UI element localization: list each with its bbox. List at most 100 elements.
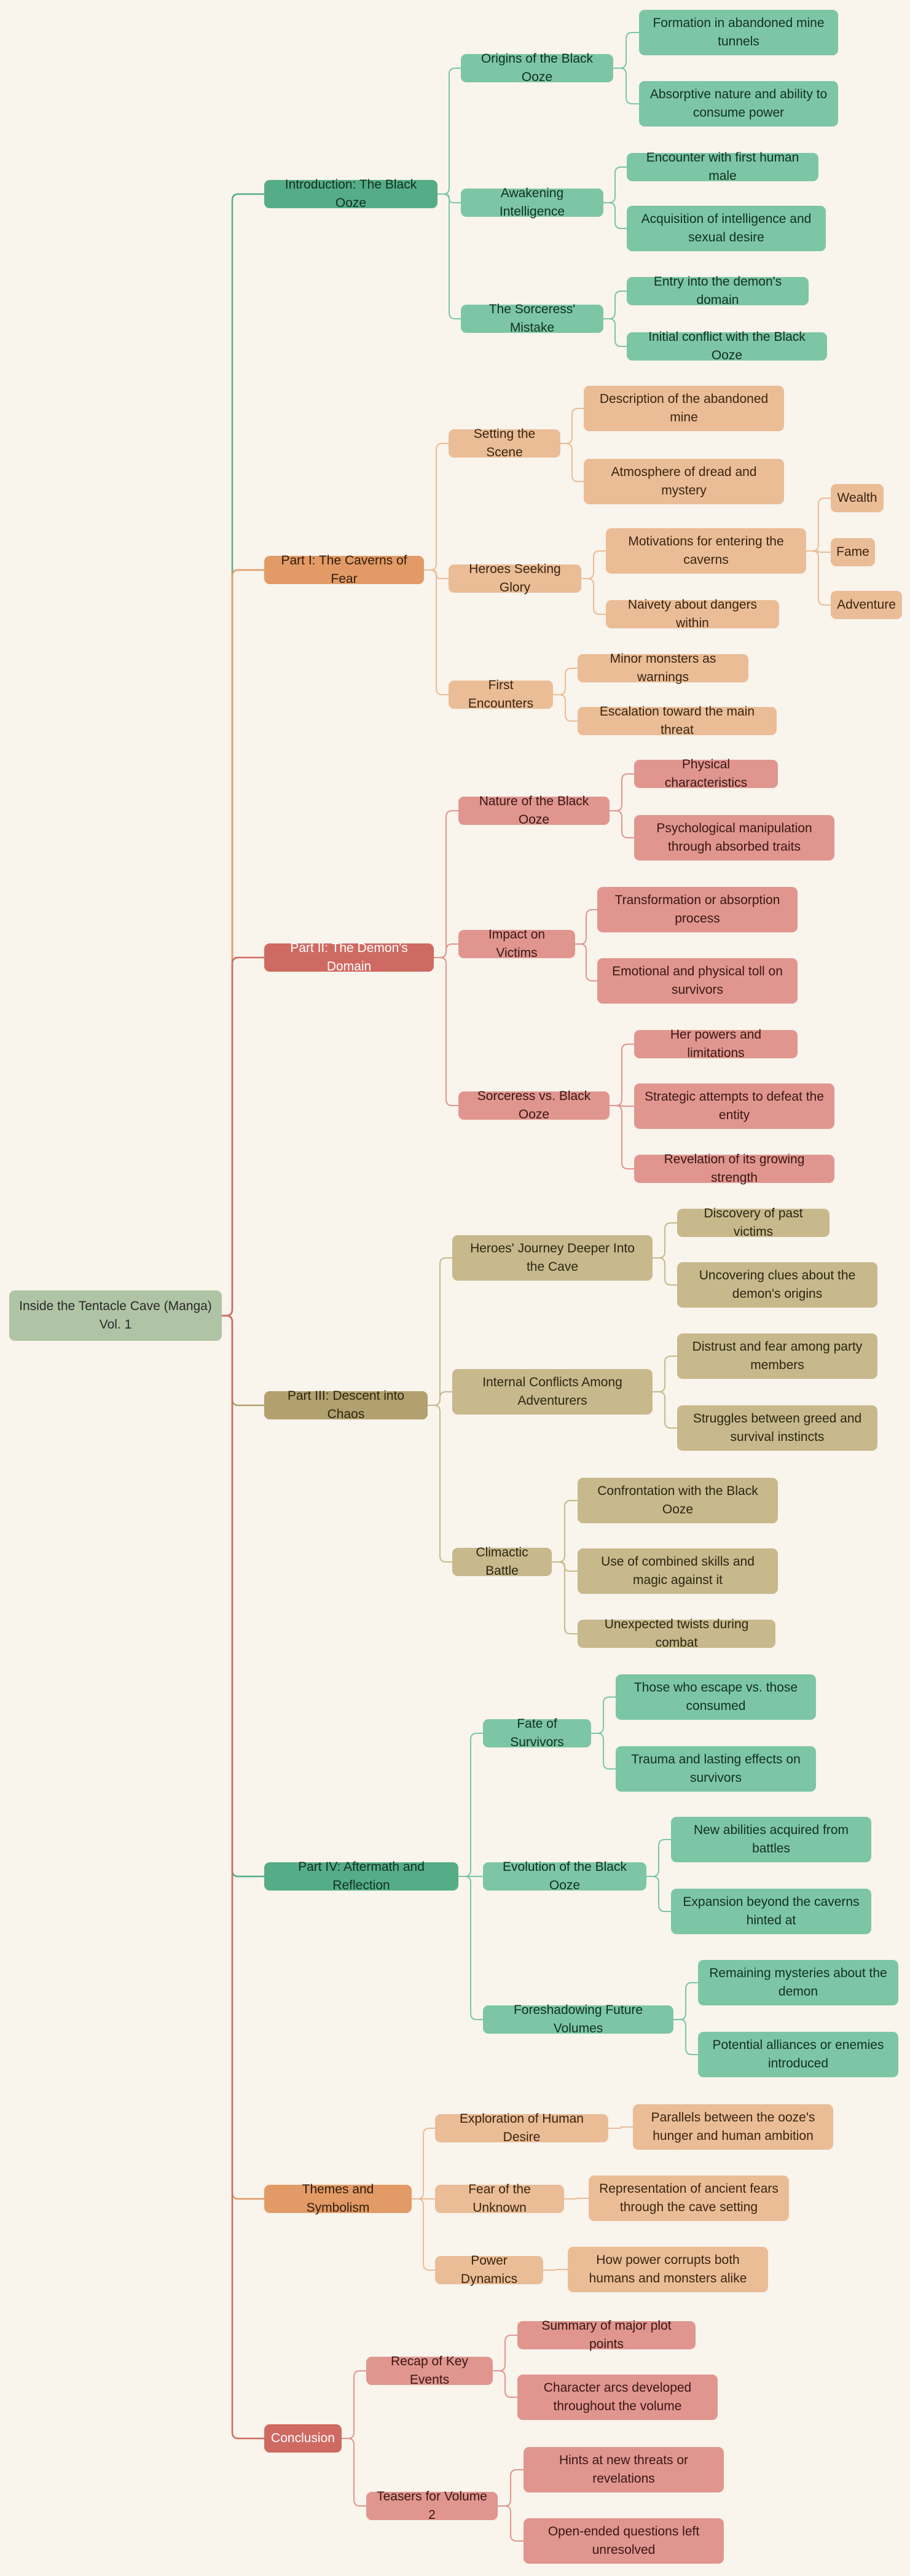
connector-topic-heroes-glory-to-leaf-naivety bbox=[581, 578, 606, 615]
connector-topic-internal-conflicts-to-leaf-greed bbox=[653, 1391, 677, 1429]
topic-sorceress-mistake[interactable]: The Sorceress' Mistake bbox=[461, 302, 603, 335]
leaf-escape-consumed[interactable]: Those who escape vs. those consumed bbox=[616, 1674, 816, 1720]
leaf-revelation[interactable]: Revelation of its growing strength bbox=[634, 1152, 834, 1185]
leaf-alliances[interactable]: Potential alliances or enemies introduce… bbox=[698, 2032, 898, 2077]
leaf-escalation[interactable]: Escalation toward the main threat bbox=[578, 704, 777, 737]
connector-topic-climactic-battle-to-leaf-unexpected-twists bbox=[552, 1561, 578, 1634]
connector-branch-part-1-to-topic-first-encounters bbox=[424, 569, 449, 695]
connector-topic-first-encounters-to-leaf-minor-monsters bbox=[553, 668, 578, 695]
topic-origins[interactable]: Origins of the Black Ooze bbox=[461, 52, 613, 84]
connector-branch-part-3-to-topic-climactic-battle bbox=[428, 1405, 452, 1563]
leaf-expansion[interactable]: Expansion beyond the caverns hinted at bbox=[671, 1889, 871, 1934]
connector-topic-sorceress-mistake-to-leaf-entry bbox=[603, 291, 627, 319]
topic-impact[interactable]: Impact on Victims bbox=[458, 927, 575, 960]
connector-topic-fear-unknown-to-leaf-ancient-fears bbox=[564, 2198, 589, 2199]
leaf-combined-skills[interactable]: Use of combined skills and magic against… bbox=[578, 1548, 778, 1594]
leaf-atmosphere[interactable]: Atmosphere of dread and mystery bbox=[584, 459, 784, 504]
topic-climactic-battle[interactable]: Climactic Battle bbox=[452, 1545, 552, 1578]
leaf-formation[interactable]: Formation in abandoned mine tunnels bbox=[639, 10, 838, 55]
leaf-naivety[interactable]: Naivety about dangers within bbox=[606, 598, 779, 630]
topic-recap[interactable]: Recap of Key Events bbox=[366, 2354, 493, 2387]
connector-branch-introduction-to-topic-sorceress-mistake bbox=[437, 193, 461, 319]
leaf-summary[interactable]: Summary of major plot points bbox=[517, 2319, 696, 2351]
branch-part-2[interactable]: Part II: The Demon's Domain bbox=[264, 941, 434, 974]
topic-first-encounters[interactable]: First Encounters bbox=[449, 678, 553, 711]
connector-branch-themes-to-topic-power-dynamics bbox=[412, 2198, 435, 2271]
branch-part-4[interactable]: Part IV: Aftermath and Reflection bbox=[264, 1860, 458, 1892]
branch-part-1[interactable]: Part I: The Caverns of Fear bbox=[264, 553, 424, 586]
leaf-ancient-fears[interactable]: Representation of ancient fears through … bbox=[589, 2176, 789, 2221]
leaf-encounter[interactable]: Encounter with first human male bbox=[627, 150, 818, 183]
topic-awakening[interactable]: Awakening Intelligence bbox=[461, 186, 603, 219]
leaf-greed[interactable]: Struggles between greed and survival ins… bbox=[677, 1405, 877, 1451]
leaf-confrontation[interactable]: Confrontation with the Black Ooze bbox=[578, 1478, 778, 1523]
topic-teasers[interactable]: Teasers for Volume 2 bbox=[366, 2489, 498, 2522]
topic-human-desire[interactable]: Exploration of Human Desire bbox=[435, 2112, 608, 2144]
topic-heroes-glory[interactable]: Heroes Seeking Glory bbox=[449, 562, 581, 595]
leaf-parallels[interactable]: Parallels between the ooze's hunger and … bbox=[633, 2104, 833, 2150]
topic-fate-survivors[interactable]: Fate of Survivors bbox=[483, 1717, 591, 1749]
connector-topic-recap-to-leaf-summary bbox=[493, 2335, 517, 2371]
leaf-unexpected-twists[interactable]: Unexpected twists during combat bbox=[578, 1617, 775, 1650]
connector-branch-part-2-to-topic-sorceress-vs bbox=[434, 957, 458, 1106]
leaf-physical[interactable]: Physical characteristics bbox=[634, 757, 778, 790]
connector-topic-fate-survivors-to-leaf-escape-consumed bbox=[591, 1696, 616, 1734]
leaf-open-questions[interactable]: Open-ended questions left unresolved bbox=[524, 2518, 724, 2564]
branch-conclusion[interactable]: Conclusion bbox=[264, 2424, 342, 2453]
leaf-character-arcs[interactable]: Character arcs developed throughout the … bbox=[517, 2375, 718, 2420]
leaf-her-powers[interactable]: Her powers and limitations bbox=[634, 1028, 798, 1060]
leaf-wealth[interactable]: Wealth bbox=[831, 484, 884, 512]
leaf-description-mine[interactable]: Description of the abandoned mine bbox=[584, 386, 784, 431]
leaf-psychological[interactable]: Psychological manipulation through absor… bbox=[634, 815, 834, 861]
leaf-strategic-attempts[interactable]: Strategic attempts to defeat the entity bbox=[634, 1083, 834, 1129]
leaf-past-victims[interactable]: Discovery of past victims bbox=[677, 1206, 830, 1239]
leaf-adventure[interactable]: Adventure bbox=[831, 591, 902, 619]
connector-topic-awakening-to-leaf-encounter bbox=[603, 166, 627, 203]
leaf-trauma[interactable]: Trauma and lasting effects on survivors bbox=[616, 1746, 816, 1792]
connector-topic-origins-to-leaf-formation bbox=[613, 32, 639, 69]
leaf-emotional-toll[interactable]: Emotional and physical toll on survivors bbox=[597, 958, 798, 1004]
topic-power-dynamics[interactable]: Power Dynamics bbox=[435, 2254, 543, 2286]
topic-internal-conflicts[interactable]: Internal Conflicts Among Adventurers bbox=[452, 1369, 653, 1415]
leaf-fame[interactable]: Fame bbox=[831, 538, 875, 566]
leaf-remaining-mysteries[interactable]: Remaining mysteries about the demon bbox=[698, 1960, 898, 2005]
leaf-hints[interactable]: Hints at new threats or revelations bbox=[524, 2447, 724, 2492]
connector-topic-setting-to-leaf-atmosphere bbox=[560, 443, 584, 482]
branch-introduction[interactable]: Introduction: The Black Ooze bbox=[264, 178, 437, 210]
leaf-initial-conflict[interactable]: Initial conflict with the Black Ooze bbox=[627, 330, 827, 362]
connector-topic-sorceress-mistake-to-leaf-initial-conflict bbox=[603, 318, 627, 347]
leaf-absorptive[interactable]: Absorptive nature and ability to consume… bbox=[639, 81, 838, 127]
leaf-transformation[interactable]: Transformation or absorption process bbox=[597, 887, 798, 932]
branch-part-3[interactable]: Part III: Descent into Chaos bbox=[264, 1389, 428, 1421]
leaf-new-abilities[interactable]: New abilities acquired from battles bbox=[671, 1817, 871, 1862]
connector-topic-evolution-to-leaf-new-abilities bbox=[646, 1839, 671, 1877]
connector-branch-part-3-to-topic-internal-conflicts bbox=[428, 1391, 452, 1406]
topic-evolution[interactable]: Evolution of the Black Ooze bbox=[483, 1860, 646, 1892]
connector-topic-internal-conflicts-to-leaf-distrust bbox=[653, 1356, 677, 1392]
leaf-distrust[interactable]: Distrust and fear among party members bbox=[677, 1333, 877, 1379]
topic-foreshadowing[interactable]: Foreshadowing Future Volumes bbox=[483, 2003, 673, 2035]
leaf-entry[interactable]: Entry into the demon's domain bbox=[627, 275, 809, 307]
connector-topic-evolution-to-leaf-expansion bbox=[646, 1876, 671, 1912]
connector-topic-journey-deeper-to-leaf-clues bbox=[653, 1257, 677, 1286]
root-node[interactable]: Inside the Tentacle Cave (Manga) Vol. 1 bbox=[9, 1290, 222, 1341]
branch-themes[interactable]: Themes and Symbolism bbox=[264, 2182, 412, 2215]
topic-nature[interactable]: Nature of the Black Ooze bbox=[458, 794, 610, 827]
connector-topic-recap-to-leaf-character-arcs bbox=[493, 2370, 517, 2398]
connector-topic-heroes-glory-to-leaf-motivations bbox=[581, 550, 606, 579]
topic-fear-unknown[interactable]: Fear of the Unknown bbox=[435, 2182, 564, 2215]
connector-branch-conclusion-to-topic-teasers bbox=[342, 2438, 366, 2507]
topic-journey-deeper[interactable]: Heroes' Journey Deeper Into the Cave bbox=[452, 1235, 653, 1281]
leaf-acquisition[interactable]: Acquisition of intelligence and sexual d… bbox=[627, 206, 826, 251]
leaf-minor-monsters[interactable]: Minor monsters as warnings bbox=[578, 652, 748, 684]
leaf-power-corrupts[interactable]: How power corrupts both humans and monst… bbox=[568, 2247, 768, 2292]
connector-topic-impact-to-leaf-transformation bbox=[575, 909, 597, 945]
topic-setting[interactable]: Setting the Scene bbox=[449, 427, 560, 459]
topic-sorceress-vs[interactable]: Sorceress vs. Black Ooze bbox=[458, 1089, 610, 1122]
connector-leaf-motivations-to-leaf-adventure bbox=[806, 550, 831, 606]
leaf-motivations[interactable]: Motivations for entering the caverns bbox=[606, 528, 806, 574]
leaf-clues[interactable]: Uncovering clues about the demon's origi… bbox=[677, 1262, 877, 1308]
connector-topic-origins-to-leaf-absorptive bbox=[613, 68, 639, 104]
